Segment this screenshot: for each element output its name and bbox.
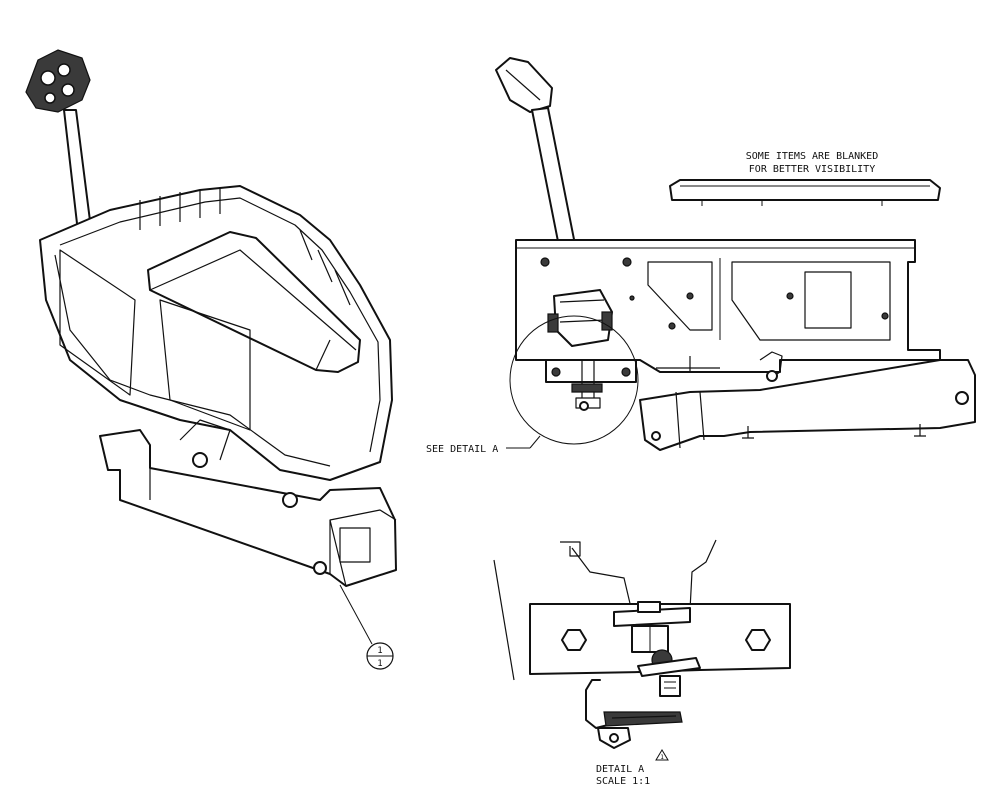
balloon-top: 1	[377, 646, 382, 656]
gimbal-bracket	[547, 289, 613, 347]
blanked-note-line1: SOME ITEMS ARE BLANKED	[746, 151, 878, 162]
see-detail-label: SEE DETAIL A	[426, 444, 498, 455]
revision-triangle-icon	[655, 749, 669, 761]
hex-hole-right	[745, 629, 771, 651]
detail-caption-line1: DETAIL A	[596, 764, 644, 775]
console-housing	[39, 185, 393, 481]
balloon-bottom: 1	[377, 659, 382, 669]
armrest-cap	[669, 179, 941, 201]
hex-hole-left	[561, 629, 587, 651]
detail-a-view: DETAIL A SCALE 1:1 1	[493, 539, 791, 787]
frame-mount	[639, 359, 976, 451]
lever-knob	[25, 49, 91, 113]
isometric-assembly-view	[25, 49, 397, 645]
side-elevation-view: SOME ITEMS ARE BLANKED FOR BETTER VISIBI…	[426, 57, 976, 455]
item-balloon: 1 1	[366, 642, 394, 670]
detail-caption-line2: SCALE 1:1	[596, 776, 650, 787]
blanked-note-line2: FOR BETTER VISIBILITY	[749, 164, 875, 175]
revision-marker: 1	[660, 754, 664, 761]
side-lever-knob	[495, 57, 553, 113]
